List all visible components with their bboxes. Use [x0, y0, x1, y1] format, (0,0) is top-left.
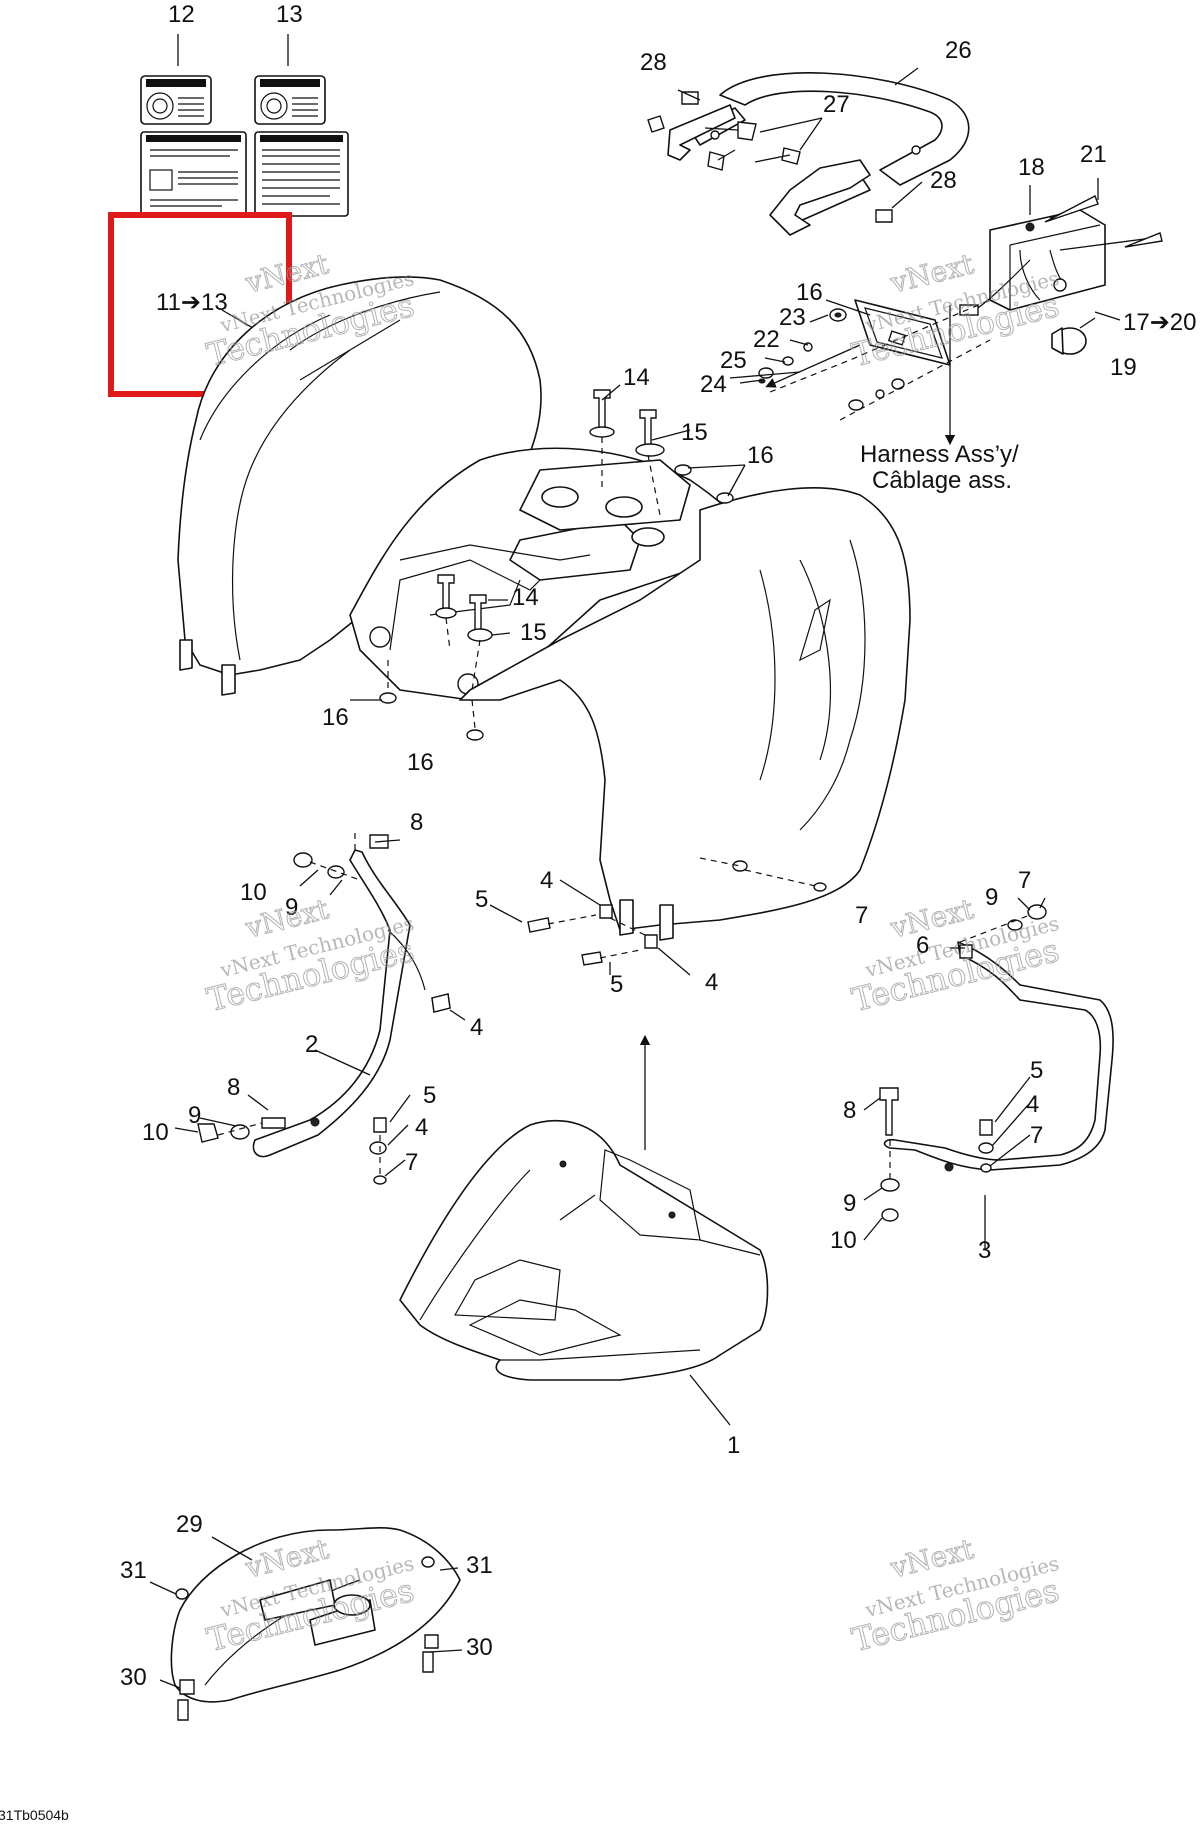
callout-4-b: 4 — [470, 1014, 483, 1041]
rear-fender[interactable] — [177, 276, 911, 941]
callout-6: 6 — [916, 932, 929, 959]
callout-10-a: 10 — [240, 879, 267, 906]
callout-1: 1 — [727, 1432, 740, 1459]
harness-label-line2: Câblage ass. — [872, 467, 1012, 494]
callout-10-b: 10 — [142, 1119, 169, 1146]
callout-8-b: 8 — [227, 1074, 240, 1101]
callout-13: 13 — [276, 1, 303, 28]
leader-lines — [149, 67, 1121, 1689]
callout-3: 3 — [978, 1237, 991, 1264]
diagram-code: 31Tb0504b — [0, 1807, 69, 1823]
callout-4-e: 4 — [1026, 1091, 1039, 1118]
callout-15-a: 15 — [681, 419, 708, 446]
callout-9-b: 9 — [188, 1102, 201, 1129]
decal-group: 12 13 — [140, 1, 349, 217]
callout-15-b: 15 — [520, 619, 547, 646]
callout-29: 29 — [176, 1511, 203, 1538]
callout-18: 18 — [1018, 154, 1045, 181]
center-hardware[interactable] — [431, 857, 827, 1150]
callout-4-d: 4 — [415, 1114, 428, 1141]
watermark-6: vNext vNext Technologies Technologies — [848, 1532, 1064, 1660]
decal-13-large[interactable] — [254, 131, 349, 217]
callout-7-b: 7 — [1018, 867, 1031, 894]
callout-7-d: 7 — [1030, 1122, 1043, 1149]
hardware-14-15-16[interactable] — [350, 389, 746, 741]
callout-23: 23 — [779, 304, 806, 331]
callout-26: 26 — [945, 37, 972, 64]
callout-17-20: 17➔20 — [1123, 309, 1197, 336]
callout-5-a: 5 — [475, 886, 488, 913]
callout-21: 21 — [1080, 141, 1107, 168]
callout-4-c: 4 — [705, 969, 718, 996]
callout-labels: 1 2 3 4 4 4 4 4 5 5 5 5 6 7 7 7 7 8 8 8 … — [120, 37, 1197, 1691]
callout-7-c: 7 — [405, 1149, 418, 1176]
tail-light-assembly[interactable] — [729, 195, 1163, 446]
callout-16-a: 16 — [747, 442, 774, 469]
callout-9-a: 9 — [285, 894, 298, 921]
callout-30-b: 30 — [466, 1634, 493, 1661]
callout-5-b: 5 — [610, 971, 623, 998]
callout-8-a: 8 — [410, 809, 423, 836]
callout-28-b: 28 — [930, 167, 957, 194]
callout-16-c: 16 — [407, 749, 434, 776]
right-brace-3[interactable] — [879, 904, 1114, 1222]
callout-9-d: 9 — [985, 884, 998, 911]
callout-16-b: 16 — [322, 704, 349, 731]
callout-20: 16 — [796, 279, 823, 306]
harness-label-line1: Harness Ass’y/ — [860, 441, 1019, 468]
callout-9-c: 9 — [843, 1190, 856, 1217]
callout-4-a: 4 — [540, 867, 553, 894]
callout-28-a: 28 — [640, 49, 667, 76]
callout-31-b: 31 — [466, 1552, 493, 1579]
callout-14-b: 14 — [512, 584, 539, 611]
callout-8-c: 8 — [843, 1097, 856, 1124]
callout-22: 22 — [753, 326, 780, 353]
callout-24: 24 — [700, 371, 727, 398]
callout-19: 19 — [1110, 354, 1137, 381]
callout-5-d: 5 — [1030, 1057, 1043, 1084]
callout-5-c: 5 — [423, 1082, 436, 1109]
skid-plate-29[interactable] — [170, 1526, 463, 1721]
callout-25: 25 — [720, 347, 747, 374]
callout-27: 27 — [823, 91, 850, 118]
decal-12-small[interactable] — [140, 75, 212, 125]
callout-2: 2 — [305, 1031, 318, 1058]
fender-1[interactable] — [399, 1119, 769, 1426]
callout-14-a: 14 — [623, 364, 650, 391]
callout-12: 12 — [168, 1, 195, 28]
decal-13-small[interactable] — [254, 75, 326, 125]
callout-30-a: 30 — [120, 1664, 147, 1691]
highlight-label: 11➔13 — [156, 289, 228, 316]
grab-bar[interactable] — [647, 72, 970, 236]
callout-10-c: 10 — [830, 1227, 857, 1254]
callout-31-a: 31 — [120, 1557, 147, 1584]
callout-7-a: 7 — [855, 902, 868, 929]
decal-12-large[interactable] — [140, 131, 247, 217]
